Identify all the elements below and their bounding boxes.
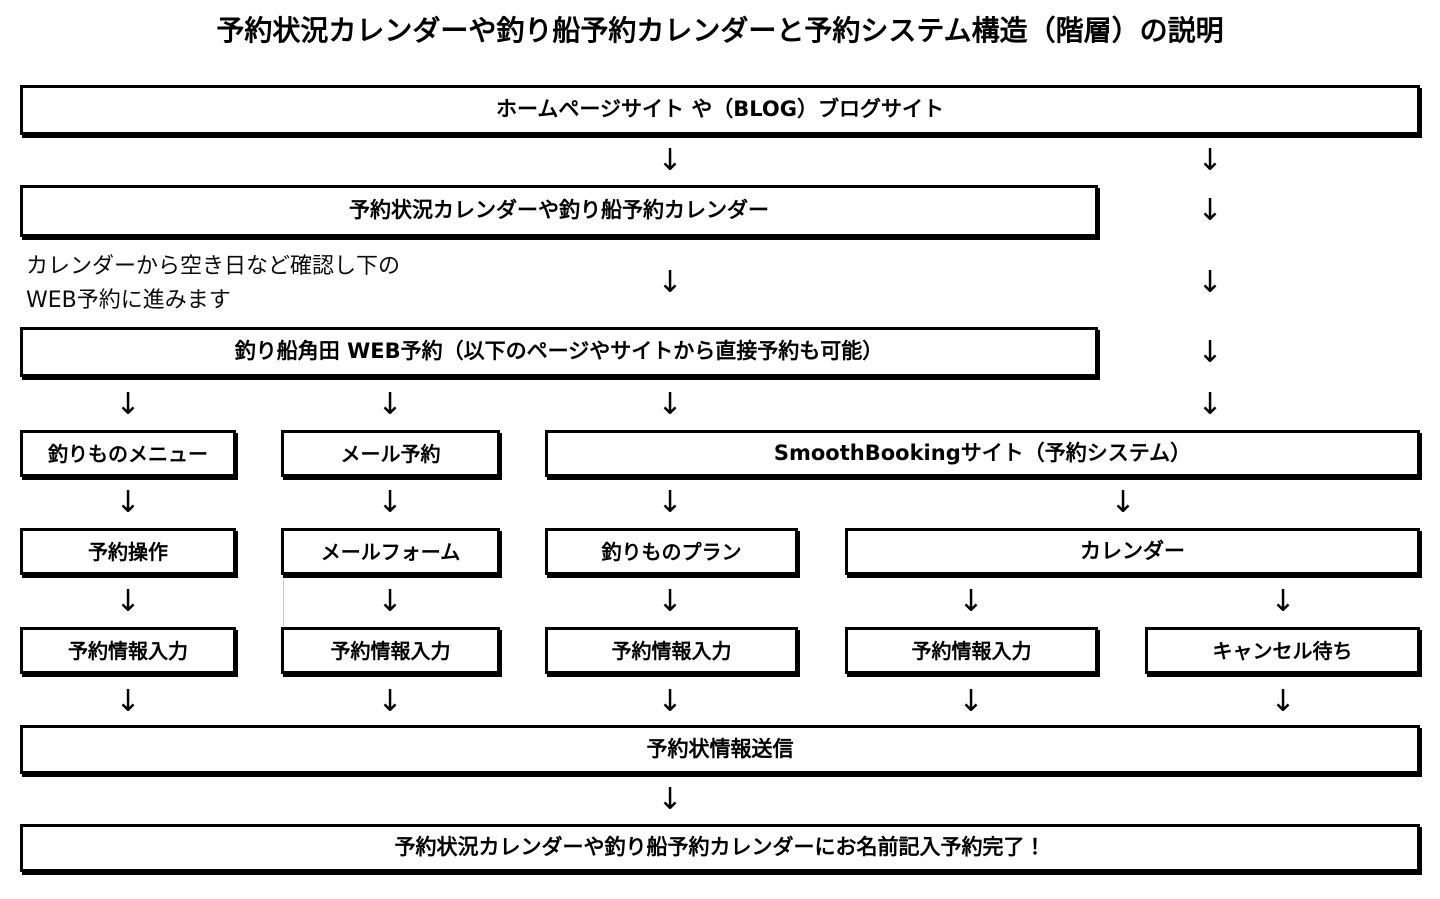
node-fishing-menu[interactable]: 釣りものメニュー	[20, 430, 236, 477]
note-calendar-instruction: カレンダーから空き日など確認し下の WEB予約に進みます	[26, 250, 546, 318]
arrow-down-icon-send-to-complete: ↓	[657, 782, 683, 817]
arrow-down-icon-web-to-smoothbooking: ↓	[657, 387, 683, 422]
node-fishing-plan[interactable]: 釣りものプラン	[545, 528, 798, 575]
arrow-down-icon-rail-4: ↓	[1197, 335, 1223, 370]
arrow-down-icon-smoothbooking-to-calendar: ↓	[1110, 485, 1136, 520]
node-info-input-1[interactable]: 予約情報入力	[20, 627, 236, 674]
node-info-input-4[interactable]: 予約情報入力	[845, 627, 1098, 674]
node-info-input-3[interactable]: 予約情報入力	[545, 627, 798, 674]
note-line-1: カレンダーから空き日など確認し下の	[26, 254, 401, 279]
node-complete[interactable]: 予約状況カレンダーや釣り船予約カレンダーにお名前記入予約完了！	[20, 824, 1420, 872]
node-mail-form[interactable]: メールフォーム	[281, 528, 500, 575]
arrow-down-icon-operation-to-input1: ↓	[115, 584, 141, 619]
arrow-down-icon-cancel-wait-to-send: ↓	[1270, 684, 1296, 719]
arrow-down-icon-rail-3: ↓	[1197, 265, 1223, 300]
arrow-down-icon-mail-to-form: ↓	[377, 485, 403, 520]
page-title: 予約状況カレンダーや釣り船予約カレンダーと予約システム構造（階層）の説明	[216, 14, 1224, 47]
node-smoothbooking-site[interactable]: SmoothBookingサイト（予約システム）	[545, 430, 1420, 477]
node-web-reservation[interactable]: 釣り船角田 WEB予約（以下のページやサイトから直接予約も可能）	[20, 327, 1098, 377]
arrow-down-icon-web-to-menu: ↓	[115, 387, 141, 422]
node-homepage-site[interactable]: ホームページサイト や（BLOG）ブログサイト	[20, 85, 1420, 135]
arrow-down-icon-rail-2: ↓	[1197, 193, 1223, 228]
arrow-down-icon-web-to-mail: ↓	[377, 387, 403, 422]
arrow-down-icon-calendar-to-cancel-wait: ↓	[1270, 584, 1296, 619]
node-send-info[interactable]: 予約状情報送信	[20, 725, 1420, 774]
arrow-down-icon-input1-to-send: ↓	[115, 684, 141, 719]
node-calendar[interactable]: カレンダー	[845, 528, 1420, 575]
hairline-artifact	[283, 580, 284, 626]
node-mail-reservation[interactable]: メール予約	[281, 430, 500, 477]
node-reservation-operation[interactable]: 予約操作	[20, 528, 236, 575]
arrow-down-icon-input4-to-send: ↓	[958, 684, 984, 719]
arrow-down-icon-input2-to-send: ↓	[377, 684, 403, 719]
node-cancel-wait[interactable]: キャンセル待ち	[1145, 627, 1420, 674]
arrow-down-icon-smoothbooking-to-plan: ↓	[657, 485, 683, 520]
node-info-input-2[interactable]: 予約情報入力	[281, 627, 500, 674]
arrow-down-icon-form-to-input2: ↓	[377, 584, 403, 619]
arrow-down-icon-input3-to-send: ↓	[657, 684, 683, 719]
arrow-down-icon-plan-to-input3: ↓	[657, 584, 683, 619]
arrow-down-icon-homepage-to-calendar: ↓	[657, 143, 683, 178]
note-line-2: WEB予約に進みます	[26, 288, 231, 314]
node-reservation-calendar[interactable]: 予約状況カレンダーや釣り船予約カレンダー	[20, 185, 1098, 237]
arrow-down-icon-rail-1: ↓	[1197, 143, 1223, 178]
arrow-down-icon-menu-to-operation: ↓	[115, 485, 141, 520]
arrow-down-icon-calendar-to-web: ↓	[657, 265, 683, 300]
arrow-down-icon-rail-5: ↓	[1197, 387, 1223, 422]
arrow-down-icon-calendar-to-input4: ↓	[958, 584, 984, 619]
